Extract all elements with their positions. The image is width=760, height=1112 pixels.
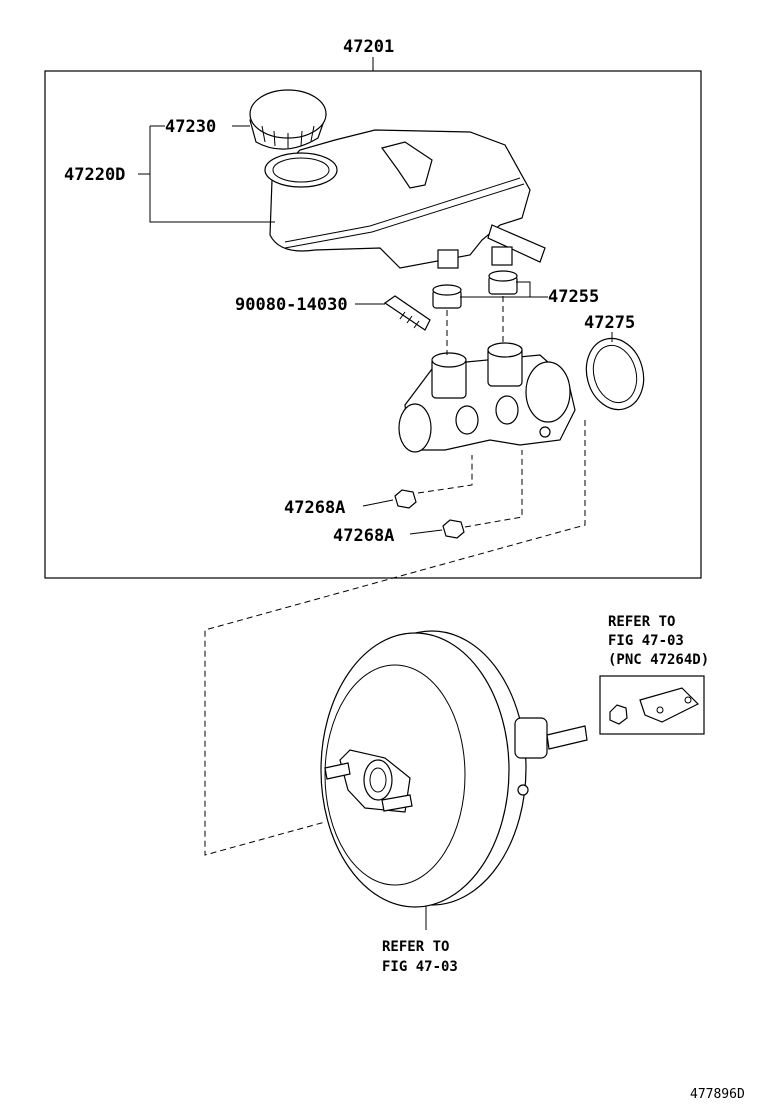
refer-right-line2: FIG 47-03	[608, 633, 684, 649]
refer-inset-box	[599, 675, 705, 735]
refer-right-line3: (PNC 47264D)	[608, 652, 709, 668]
plug-lower-label: 47268A	[333, 526, 394, 546]
oring-label: 47275	[584, 313, 635, 333]
refer-right-line1: REFER TO	[608, 614, 675, 630]
oring-part	[585, 337, 645, 411]
master-cylinder-part	[398, 342, 576, 453]
assembly-label: 47201	[343, 37, 394, 57]
footer-code: 477896D	[690, 1087, 745, 1102]
plug-parts	[394, 489, 465, 539]
refer-bottom-line1: REFER TO	[382, 939, 449, 955]
reservoir-part	[264, 129, 546, 269]
plug-upper-label: 47268A	[284, 498, 345, 518]
bolt-part	[383, 295, 431, 331]
reservoir-cap-part	[249, 89, 327, 150]
reservoir-label: 47220D	[64, 165, 125, 185]
refer-bottom-line2: FIG 47-03	[382, 959, 458, 975]
cap-label: 47230	[165, 117, 216, 137]
grommet-parts	[432, 270, 518, 309]
grommet-label: 47255	[548, 287, 599, 307]
brake-booster-part	[320, 630, 588, 908]
bolt-label: 90080-14030	[235, 295, 348, 315]
